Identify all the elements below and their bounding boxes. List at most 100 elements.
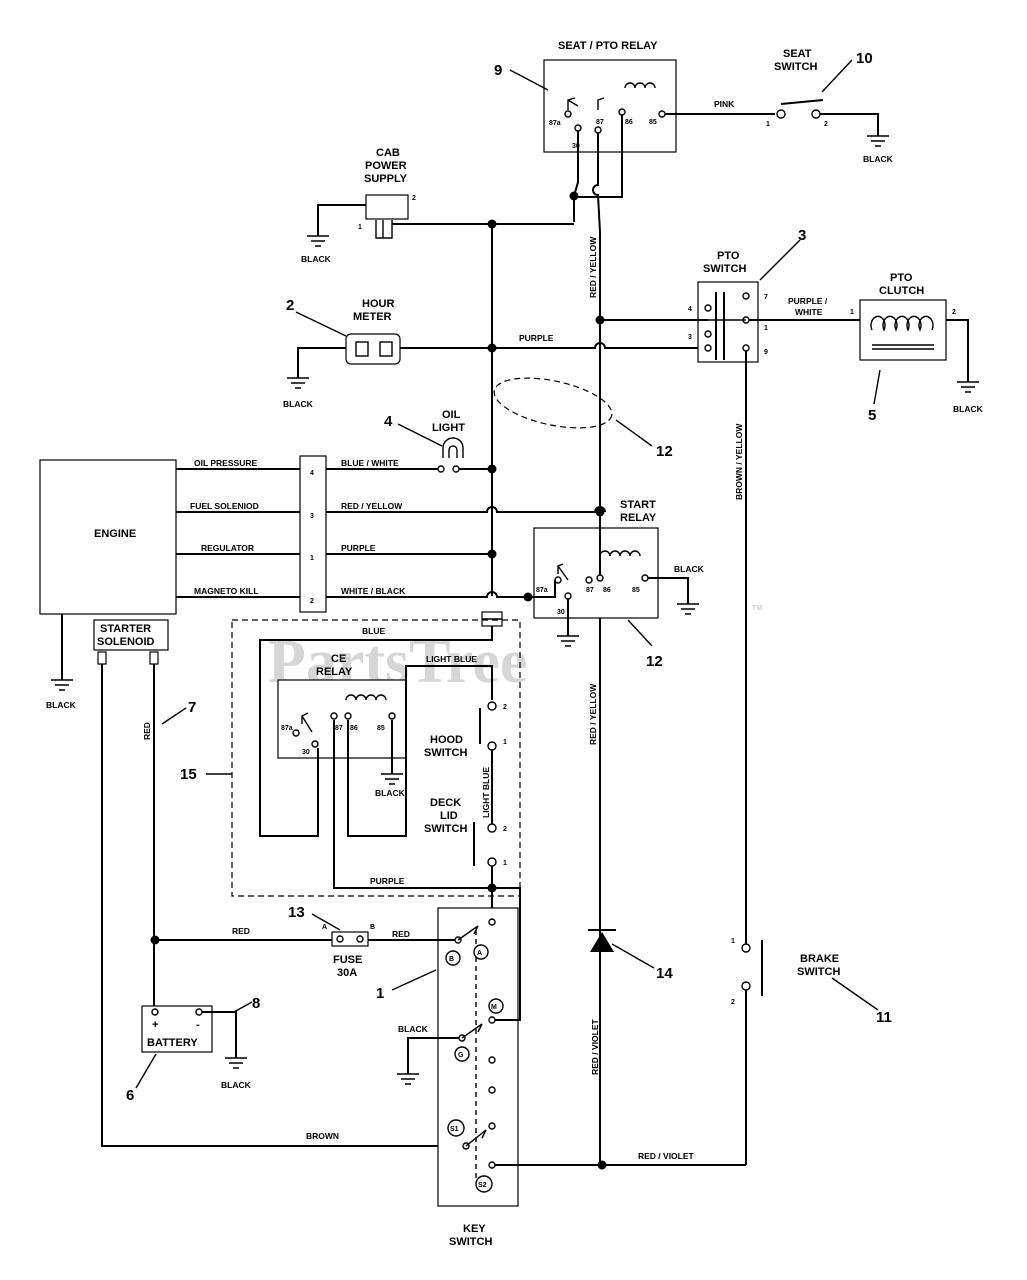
key-ground-label: BLACK xyxy=(398,1024,429,1034)
wire-light-blue-mid: LIGHT BLUE xyxy=(481,767,491,818)
fuse-pin-a: A xyxy=(322,924,327,931)
ce-relay-ground-label: BLACK xyxy=(375,788,406,798)
cab-ground-label: BLACK xyxy=(301,254,332,264)
cab-label-1: CAB xyxy=(376,147,400,159)
wire-blue-white: BLUE / WHITE xyxy=(341,458,399,468)
starter-solenoid-label-2: SOLENOID xyxy=(97,636,155,648)
key-terminal-s1: S1 xyxy=(450,1126,459,1133)
seat-switch-label-1: SEAT xyxy=(783,48,812,60)
pto-switch: PTO SWITCH 4 3 7 1 9 xyxy=(688,250,768,363)
callout-3: 3 xyxy=(798,227,806,244)
start-relay: START RELAY 87a 30 87 86 85 xyxy=(533,499,659,619)
wire-red-violet-vertical: RED / VIOLET xyxy=(590,1018,600,1075)
seat-relay-pin-86: 86 xyxy=(625,119,633,126)
hour-meter-label-2: METER xyxy=(353,311,392,323)
harness-pin-4: 4 xyxy=(310,470,314,477)
pto-pin-4: 4 xyxy=(688,306,692,313)
starter-solenoid-label-1: STARTER xyxy=(100,623,151,635)
oil-light-label-2: LIGHT xyxy=(432,422,465,434)
callout-1: 1 xyxy=(376,985,384,1002)
battery: + - BATTERY xyxy=(141,1005,213,1053)
seat-relay-pin-85: 85 xyxy=(649,119,657,126)
ce-relay-pin-87: 87 xyxy=(335,725,343,732)
wire-red-fuse-b: RED xyxy=(392,929,410,939)
key-switch: KEY SWITCH A B M G S1 S2 xyxy=(437,907,519,1248)
pto-clutch-label-2: CLUTCH xyxy=(879,285,924,297)
callouts: 9 10 2 3 4 5 12 12 7 15 13 1 14 8 6 11 xyxy=(126,50,892,1104)
deck-pin-1: 1 xyxy=(503,860,507,867)
start-relay-ground-label: BLACK xyxy=(674,564,705,574)
wire-red-fuse-a: RED xyxy=(232,926,250,936)
pto-pin-3: 3 xyxy=(688,334,692,341)
deck-label-3: SWITCH xyxy=(424,823,467,835)
engine-fuel-solenoid: FUEL SOLENIOD xyxy=(190,501,259,511)
ce-relay-pin-30: 30 xyxy=(302,749,310,756)
hour-meter-label-1: HOUR xyxy=(362,298,394,310)
diode xyxy=(588,929,616,952)
battery-label: BATTERY xyxy=(147,1037,198,1049)
cab-power-supply: CAB POWER SUPPLY 2 1 BLACK xyxy=(301,147,416,264)
key-terminal-b: B xyxy=(449,956,454,963)
clutch-pin-2: 2 xyxy=(952,309,956,316)
callout-4: 4 xyxy=(384,413,393,430)
start-relay-pin-87a: 87a xyxy=(536,587,548,594)
engine-oil-pressure: OIL PRESSURE xyxy=(194,458,257,468)
fuse-label-1: FUSE xyxy=(333,954,362,966)
wire-red-starter: RED xyxy=(142,722,152,740)
seat-switch: SEAT SWITCH 1 2 BLACK xyxy=(766,48,894,164)
deck-label-2: LID xyxy=(440,810,458,822)
deck-label-1: DECK xyxy=(430,797,461,809)
callout-12-mid: 12 xyxy=(646,653,663,670)
callout-12-top: 12 xyxy=(656,443,673,460)
key-switch-label-1: KEY xyxy=(463,1223,486,1235)
callout-13: 13 xyxy=(288,904,305,921)
wire-white-black: WHITE / BLACK xyxy=(341,586,406,596)
hood-switch: HOOD SWITCH 2 1 xyxy=(424,701,507,759)
hour-meter: HOUR METER BLACK xyxy=(283,298,401,409)
watermark-tm: TM xyxy=(752,605,762,612)
seat-relay-pin-87a: 87a xyxy=(549,120,561,127)
seat-relay-pin-30: 30 xyxy=(572,143,580,150)
callout-7: 7 xyxy=(188,699,196,716)
start-relay-label-1: START xyxy=(620,499,656,511)
cab-label-2: POWER xyxy=(365,160,407,172)
engine-ground-label: BLACK xyxy=(46,700,77,710)
wire-red-violet-bottom: RED / VIOLET xyxy=(638,1151,695,1161)
wire-purple-hour: PURPLE xyxy=(519,333,554,343)
callout-15: 15 xyxy=(180,766,197,783)
wire-red-yellow-fuel: RED / YELLOW xyxy=(341,501,403,511)
wire-light-blue-top: LIGHT BLUE xyxy=(426,654,477,664)
start-relay-pin-85: 85 xyxy=(632,587,640,594)
harness-pin-1: 1 xyxy=(310,555,314,562)
hood-switch-label-1: HOOD xyxy=(430,734,463,746)
fuse-30a: A B FUSE 30A xyxy=(322,924,375,979)
seat-pto-relay: SEAT / PTO RELAY 87a 30 87 86 85 xyxy=(543,40,677,153)
wire-purple-white-1: PURPLE / xyxy=(788,296,828,306)
key-switch-label-2: SWITCH xyxy=(449,1236,492,1248)
harness-pin-3: 3 xyxy=(310,513,314,520)
battery-plus: + xyxy=(152,1019,158,1031)
battery-minus: - xyxy=(196,1019,200,1031)
oil-light: OIL LIGHT xyxy=(432,409,465,473)
battery-ground-label: BLACK xyxy=(221,1080,252,1090)
start-relay-pin-86: 86 xyxy=(603,587,611,594)
callout-14: 14 xyxy=(656,965,673,982)
seat-switch-pin-2: 2 xyxy=(824,121,828,128)
wire-brown-yellow: BROWN / YELLOW xyxy=(734,423,744,500)
key-terminal-g: G xyxy=(458,1052,464,1059)
engine-label: ENGINE xyxy=(94,528,136,540)
callout-8: 8 xyxy=(252,995,260,1012)
wire-red-yellow-top: RED / YELLOW xyxy=(588,236,598,298)
clutch-ground-label: BLACK xyxy=(953,404,984,414)
callout-10: 10 xyxy=(856,50,873,67)
ce-relay-pin-86: 86 xyxy=(350,725,358,732)
fuse-pin-b: B xyxy=(370,924,375,931)
oil-light-label-1: OIL xyxy=(442,409,461,421)
ce-relay-label-1: CE xyxy=(331,653,346,665)
pto-pin-7: 7 xyxy=(764,294,768,301)
wire-blue-ce: BLUE xyxy=(362,626,385,636)
pto-clutch-label-1: PTO xyxy=(890,272,913,284)
ce-relay: CE RELAY 87a 30 87 86 85 xyxy=(277,653,407,759)
brake-switch: BRAKE SWITCH 1 2 xyxy=(731,938,840,1006)
brake-pin-2: 2 xyxy=(731,999,735,1006)
